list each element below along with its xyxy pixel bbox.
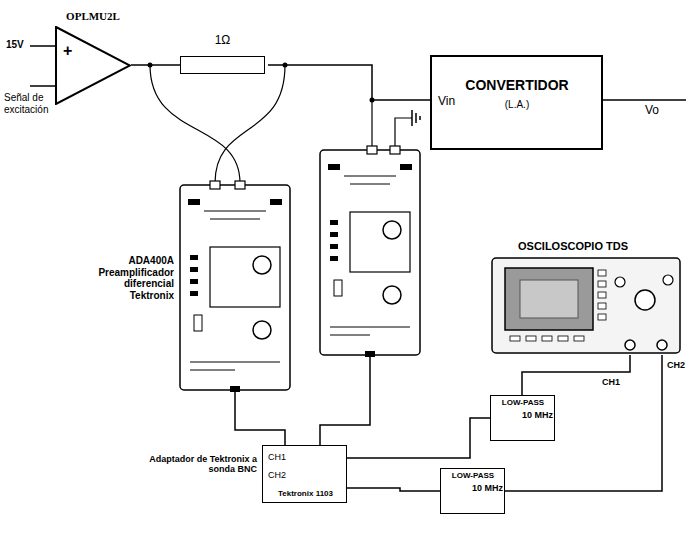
part-number: OPLMU2L xyxy=(51,10,135,23)
input-connector xyxy=(367,146,377,154)
pin-sign: + xyxy=(63,42,77,60)
lowpass-filter: LOW-PASS 10 MHz xyxy=(440,468,505,514)
panel-line xyxy=(344,176,396,184)
scope-button xyxy=(542,336,552,341)
resistor-symbol: 1Ω xyxy=(180,34,268,76)
panel-line xyxy=(190,362,280,370)
scope-knob xyxy=(635,290,655,310)
probe-wire xyxy=(215,65,285,183)
output-connector xyxy=(365,351,375,357)
switch xyxy=(188,199,200,205)
scope-input xyxy=(657,340,667,350)
channel-name: CH2 xyxy=(268,470,294,480)
filter-type: LOW-PASS xyxy=(493,398,553,407)
cutoff-frequency: 10 MHz xyxy=(511,410,553,420)
control-knob xyxy=(253,256,271,274)
pin-name: Vo xyxy=(645,104,669,118)
selector xyxy=(334,280,342,296)
signal-name: Señal de excitación xyxy=(4,92,70,115)
resistor-value: 1Ω xyxy=(180,34,265,48)
preamp-housing xyxy=(320,150,420,355)
control-knob xyxy=(383,221,401,239)
model-name: Tektronix 1103 xyxy=(266,489,345,498)
scope-button xyxy=(558,336,568,341)
device-label: OSCILOSCOPIO TDS xyxy=(518,240,678,253)
output-wire xyxy=(600,99,686,101)
supply-voltage: 15V xyxy=(6,39,32,51)
device-label: ADA400A Preamplificador diferencial Tekt… xyxy=(86,255,174,301)
selector xyxy=(190,279,198,284)
cutoff-frequency: 10 MHz xyxy=(461,483,503,493)
connector-wire xyxy=(131,64,180,66)
selector xyxy=(330,220,338,225)
switch xyxy=(400,164,412,170)
input-wire xyxy=(30,45,55,47)
opamp-symbol: OPLMU2L+ xyxy=(55,10,131,105)
scope-knob xyxy=(615,277,625,287)
scope-button xyxy=(574,336,584,341)
scope-button xyxy=(526,336,536,341)
control-knob xyxy=(383,286,401,304)
box-subtitle: (L.A.) xyxy=(432,99,602,111)
scope-input xyxy=(625,340,635,350)
oscilloscope: OSCILOSCOPIO TDS xyxy=(488,240,683,355)
switch xyxy=(270,199,282,205)
input-connector xyxy=(210,181,220,189)
connector-wire xyxy=(268,65,430,100)
probe-wire xyxy=(371,100,372,148)
channel-name: CH1 xyxy=(268,452,294,462)
scope-button xyxy=(598,303,606,309)
channel-name: CH1 xyxy=(602,377,626,387)
control-panel xyxy=(350,212,410,272)
selector xyxy=(190,291,198,296)
opamp-triangle xyxy=(56,27,130,104)
bnc-adapter: Adaptador de Tektronix a sonda BNCCH1CH2… xyxy=(262,445,347,503)
channel-name: CH2 xyxy=(667,360,689,370)
selector xyxy=(330,244,338,249)
resistor-body xyxy=(180,56,265,74)
scope-screen xyxy=(505,268,593,330)
input-connector xyxy=(390,146,400,154)
lowpass-filter: LOW-PASS 10 MHz xyxy=(490,395,555,441)
scope-display xyxy=(520,280,578,318)
scope-button xyxy=(598,270,606,276)
scope-button xyxy=(510,336,520,341)
input-connector xyxy=(235,181,245,189)
panel-line xyxy=(330,327,410,335)
connector-wire xyxy=(522,355,630,395)
pin-name: Vin xyxy=(438,95,470,109)
scope-knob xyxy=(663,275,673,285)
connector-wire xyxy=(235,390,285,445)
probe-cable xyxy=(320,357,370,445)
converter-box: CONVERTIDOR (L.A.)Vin xyxy=(430,55,603,150)
connector-wire xyxy=(347,418,490,458)
selector xyxy=(190,267,198,272)
preamp-housing xyxy=(180,185,290,390)
scope-button xyxy=(598,281,606,287)
selector xyxy=(190,255,198,260)
probe-wire xyxy=(150,65,240,183)
box-title: CONVERTIDOR xyxy=(432,77,602,93)
scope-button xyxy=(598,292,606,298)
selector xyxy=(330,256,338,261)
filter-type: LOW-PASS xyxy=(443,471,503,480)
scope-button xyxy=(598,314,606,320)
ground-symbol xyxy=(412,110,420,126)
opamp-triangle xyxy=(55,26,131,105)
control-panel xyxy=(210,247,280,307)
probe-wire xyxy=(395,118,412,148)
selector xyxy=(330,232,338,237)
selector xyxy=(194,315,202,331)
panel-line xyxy=(204,211,266,219)
device-label: Adaptador de Tektronix a sonda BNC xyxy=(141,454,257,475)
preamplifier: ADA400A Preamplificador diferencial Tekt… xyxy=(180,185,290,390)
switch xyxy=(328,164,340,170)
connector-wire xyxy=(347,488,440,491)
scope-body xyxy=(492,258,680,353)
control-knob xyxy=(253,321,271,339)
input-wire xyxy=(30,85,55,87)
